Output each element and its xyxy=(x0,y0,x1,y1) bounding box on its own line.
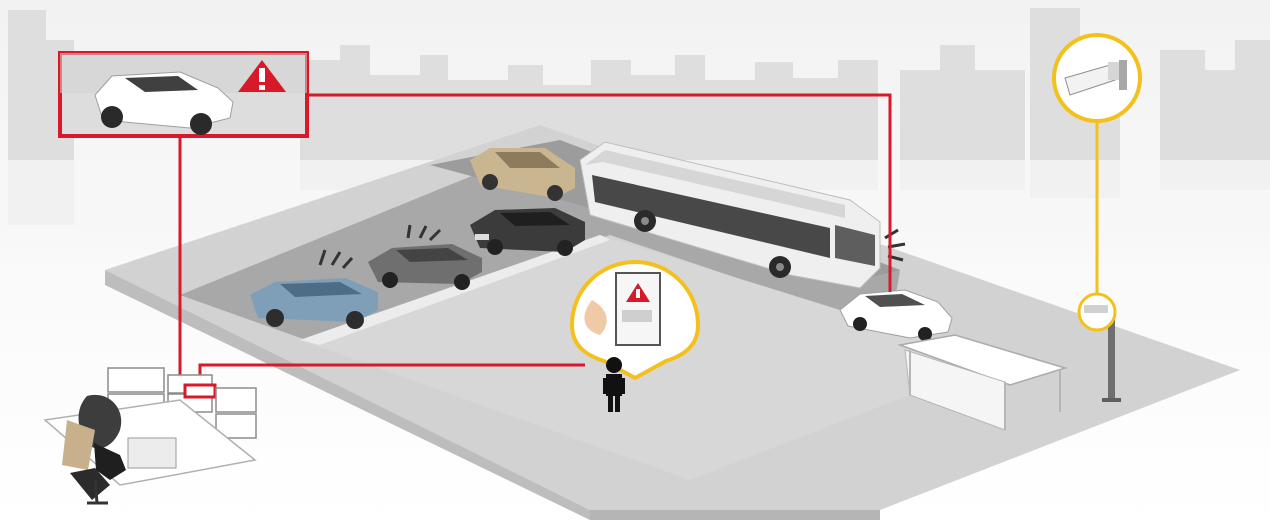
alert-panel xyxy=(60,53,307,136)
parked-car-dark xyxy=(470,208,585,256)
ground-plate-front xyxy=(590,510,880,520)
pole-camera-mini xyxy=(1084,305,1108,313)
